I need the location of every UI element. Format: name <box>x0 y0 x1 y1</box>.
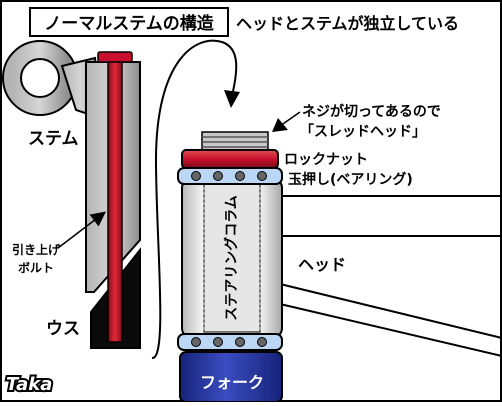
title-box: ノーマルステムの構造 <box>29 7 229 37</box>
lower-bearing <box>177 333 283 351</box>
title-text: ノーマルステムの構造 <box>44 13 214 34</box>
wedge-label: ウス <box>46 319 80 339</box>
lock-nut <box>181 149 279 169</box>
thread-note-line2: 「スレッドヘッド」 <box>300 123 426 140</box>
bolt-label-line2: ボルト <box>18 260 54 275</box>
thread-pointer-line <box>279 111 301 127</box>
bolt-label-line1: 引き上げ <box>12 242 61 257</box>
locknut-label: ロックナット <box>284 152 368 168</box>
bolt-head <box>97 51 133 63</box>
fork-label: フォーク <box>200 373 264 392</box>
stem-assembly <box>2 40 141 349</box>
bolt-pointer-arrow <box>57 211 106 249</box>
subtitle-text: ヘッドとステムが独立している <box>236 14 459 33</box>
signature-logo: Taka <box>6 374 52 395</box>
head-label: ヘッド <box>298 255 346 274</box>
stem-label: ステム <box>28 129 79 149</box>
thread-pointer-head <box>272 118 288 132</box>
washer-bearing-label: 玉押し(ベアリング) <box>288 171 413 188</box>
steering-column-label: ステアリングコラム <box>223 195 240 321</box>
pull-up-bolt <box>107 59 123 343</box>
head-tube-frame <box>279 195 502 357</box>
curved-arrow-head <box>224 90 240 108</box>
thread-note-line1: ネジが切ってあるので <box>302 103 441 120</box>
curved-arrow <box>151 39 238 359</box>
upper-bearing <box>177 167 283 185</box>
threaded-section <box>201 131 269 151</box>
